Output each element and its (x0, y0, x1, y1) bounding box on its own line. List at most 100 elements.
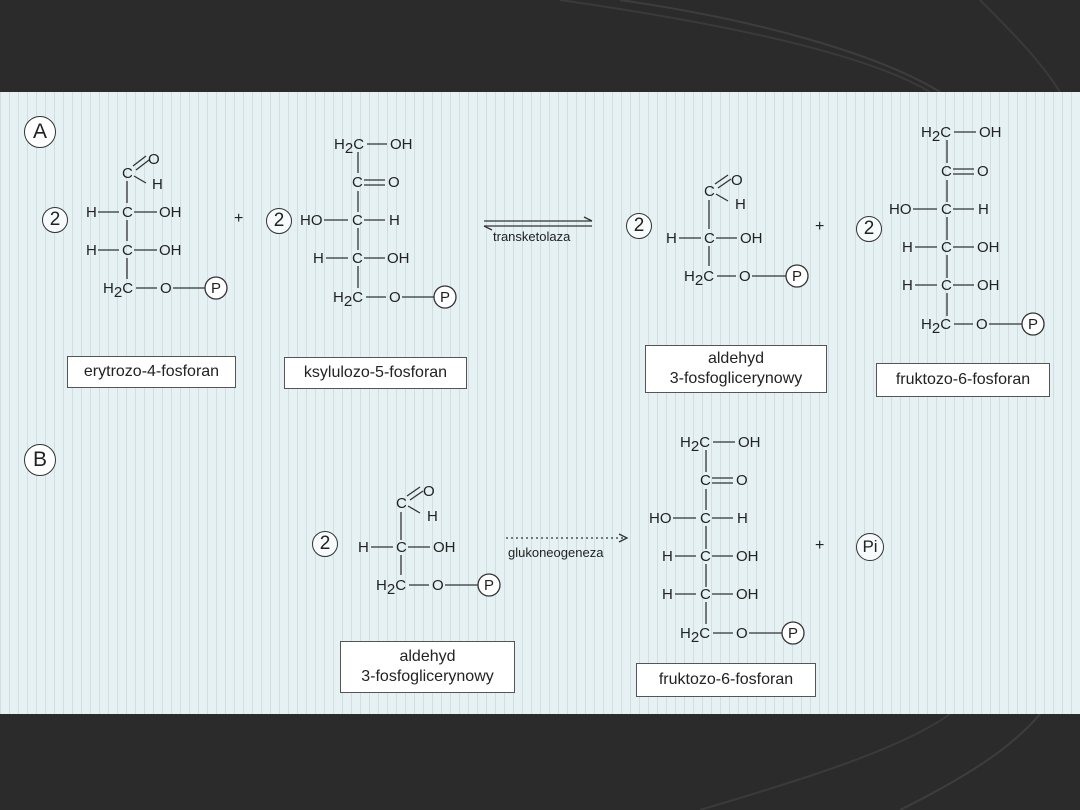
svg-text:H: H (666, 230, 677, 247)
label-line-2: 3-fosfoglicerynowy (669, 370, 803, 387)
process-label: glukoneogeneza (508, 545, 604, 560)
paper-texture (0, 92, 1080, 714)
label-line-1: aldehyd (399, 648, 456, 665)
svg-text:HO: HO (889, 201, 912, 218)
svg-text:OH: OH (387, 250, 410, 267)
svg-text:H2C: H2C (333, 289, 363, 310)
svg-text:OH: OH (159, 204, 182, 221)
content-panel (0, 92, 1080, 714)
svg-text:OH: OH (159, 242, 182, 259)
plus-sign-a1: + (234, 210, 244, 227)
svg-text:H2C: H2C (921, 124, 951, 145)
svg-text:C: C (700, 472, 711, 489)
svg-text:OH: OH (736, 586, 759, 603)
plus-sign-b: + (815, 537, 825, 554)
svg-text:H: H (86, 242, 97, 259)
svg-text:O: O (388, 174, 400, 191)
svg-text:HO: HO (649, 510, 672, 527)
svg-text:H: H (737, 510, 748, 527)
svg-text:P: P (484, 577, 494, 594)
svg-text:OH: OH (740, 230, 763, 247)
svg-text:P: P (440, 289, 450, 306)
svg-text:C: C (700, 510, 711, 527)
svg-text:O: O (739, 268, 751, 285)
svg-text:H2C: H2C (334, 136, 364, 157)
svg-text:O: O (736, 472, 748, 489)
svg-text:H2C: H2C (103, 280, 133, 301)
svg-text:C: C (396, 539, 407, 556)
label-line-1: aldehyd (707, 350, 765, 367)
svg-text:C: C (352, 250, 363, 267)
svg-text:OH: OH (738, 434, 761, 451)
section-a-badge: A (24, 116, 56, 148)
svg-text:H: H (358, 539, 369, 556)
svg-text:H: H (152, 176, 163, 193)
svg-text:H2C: H2C (680, 625, 710, 646)
svg-text:O: O (736, 625, 748, 642)
label-fructose-6-phosphate-a: fruktozo-6-fosforan (876, 363, 1050, 397)
inorganic-phosphate: Pi (856, 533, 884, 561)
svg-text:C: C (941, 201, 952, 218)
section-b-badge: B (24, 444, 56, 476)
label-glyceraldehyde-3-phosphate-b: aldehyd 3-fosfoglicerynowy (340, 641, 515, 693)
svg-text:OH: OH (979, 124, 1002, 141)
svg-text:OH: OH (390, 136, 413, 153)
enzyme-label: transketolaza (493, 229, 571, 244)
svg-text:P: P (211, 280, 221, 297)
svg-text:H: H (313, 250, 324, 267)
coefficient-4: 2 (856, 216, 882, 242)
label-fructose-6-phosphate-b: fruktozo-6-fosforan (636, 663, 816, 697)
svg-text:H: H (902, 277, 913, 294)
svg-text:O: O (976, 316, 988, 333)
coefficient-3: 2 (626, 213, 652, 239)
label-xylulose-5-phosphate: ksylulozo-5-fosforan (284, 357, 467, 389)
svg-text:HO: HO (300, 212, 323, 229)
svg-text:P: P (792, 268, 802, 285)
svg-text:P: P (788, 625, 798, 642)
coefficient-b: 2 (312, 531, 338, 557)
svg-text:H2C: H2C (376, 577, 406, 598)
svg-text:O: O (160, 280, 172, 297)
svg-text:C: C (700, 586, 711, 603)
svg-text:O: O (977, 163, 989, 180)
svg-text:C: C (941, 277, 952, 294)
svg-text:H: H (978, 201, 989, 218)
svg-text:OH: OH (736, 548, 759, 565)
svg-text:H: H (427, 508, 438, 525)
svg-text:O: O (432, 577, 444, 594)
label-glyceraldehyde-3-phosphate-a: aldehyd 3-fosfoglicerynowy (645, 345, 827, 393)
svg-text:C: C (122, 165, 133, 182)
coefficient-1: 2 (42, 207, 68, 233)
svg-text:H: H (662, 548, 673, 565)
svg-text:OH: OH (977, 239, 1000, 256)
svg-text:C: C (352, 212, 363, 229)
svg-text:C: C (396, 495, 407, 512)
label-erythrose-4-phosphate: erytrozo-4-fosforan (67, 356, 236, 388)
svg-text:C: C (941, 239, 952, 256)
label-line-2: 3-fosfoglicerynowy (361, 668, 494, 685)
svg-text:O: O (148, 151, 160, 168)
svg-text:H: H (902, 239, 913, 256)
svg-text:C: C (941, 163, 952, 180)
svg-text:H: H (389, 212, 400, 229)
coefficient-2: 2 (266, 208, 292, 234)
svg-text:H: H (735, 196, 746, 213)
svg-text:O: O (389, 289, 401, 306)
svg-text:C: C (704, 183, 715, 200)
svg-text:C: C (704, 230, 715, 247)
svg-text:C: C (122, 242, 133, 259)
svg-text:O: O (731, 172, 743, 189)
svg-text:H: H (662, 586, 673, 603)
svg-text:OH: OH (977, 277, 1000, 294)
plus-sign-a2: + (815, 218, 825, 235)
svg-text:OH: OH (433, 539, 456, 556)
svg-text:H2C: H2C (684, 268, 714, 289)
